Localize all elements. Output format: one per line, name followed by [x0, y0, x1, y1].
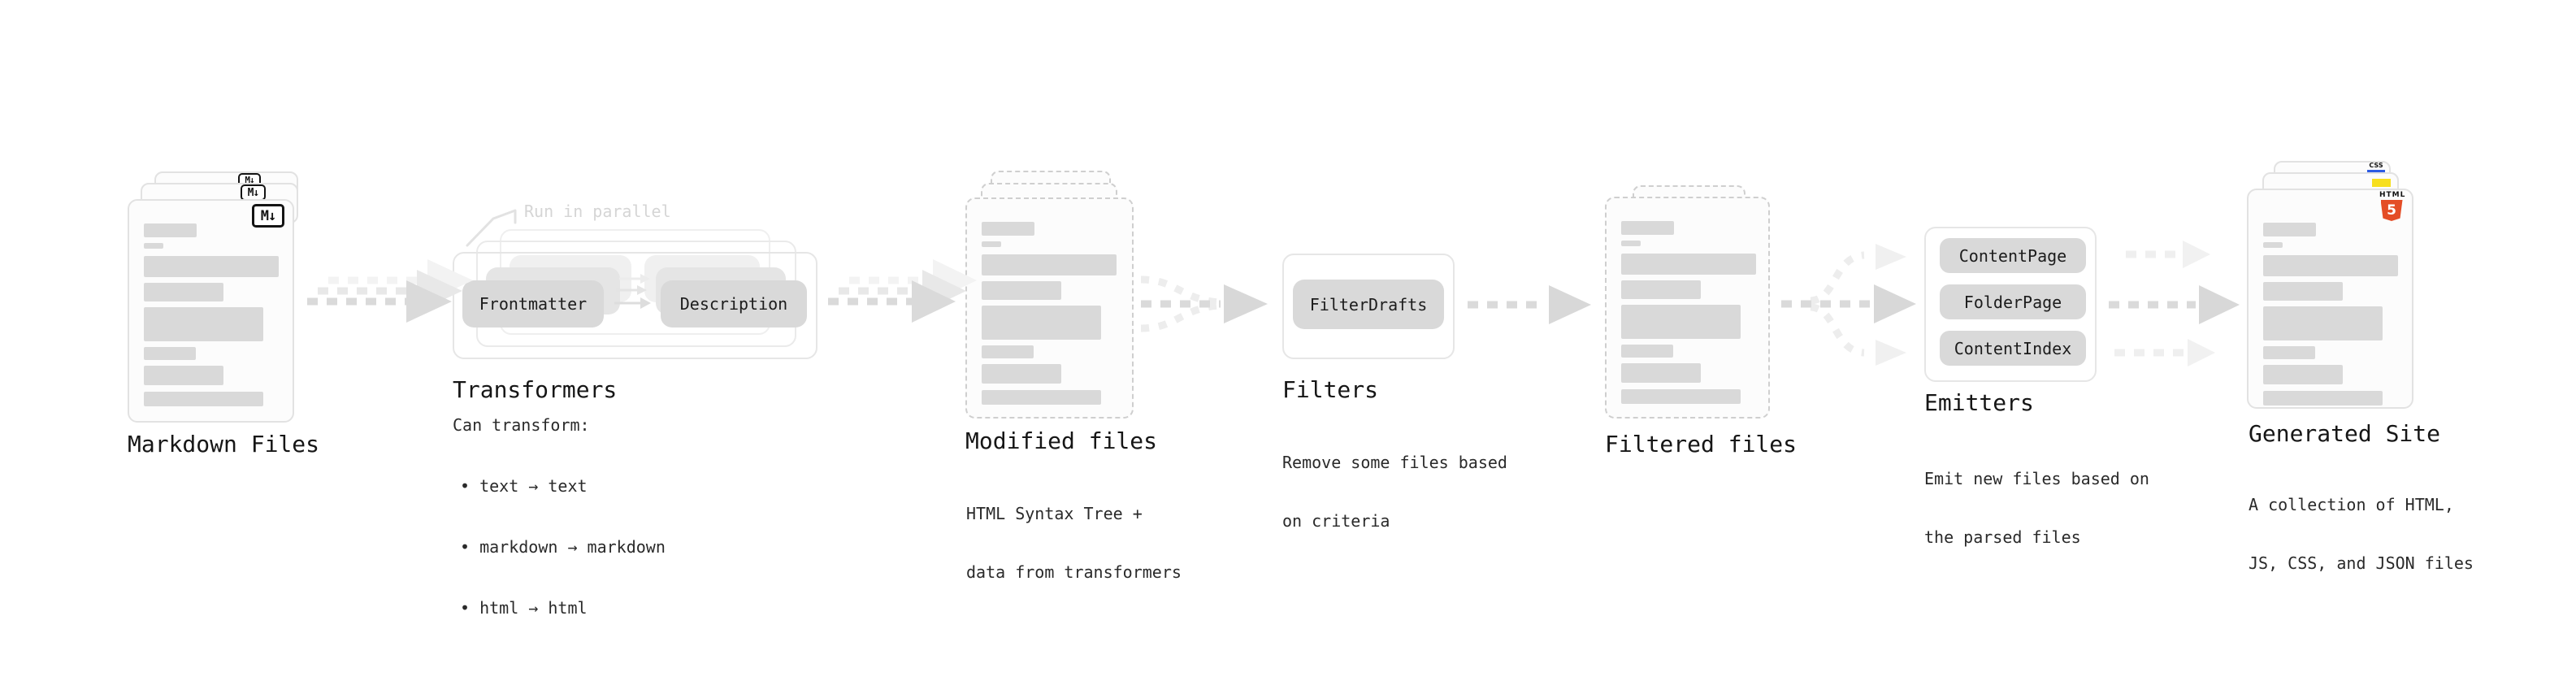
stage-label-emitters: Emitters	[1924, 389, 2034, 416]
arrow-modified-to-filters	[1140, 275, 1268, 332]
arrow-emitters-to-site	[2109, 241, 2240, 367]
bullet-markdown-to-markdown: • markdown → markdown	[460, 537, 666, 557]
markdown-icon: M↓	[241, 184, 266, 201]
stage-label-markdown-files: Markdown Files	[128, 431, 320, 458]
arrow-filtered-to-emitters	[1781, 244, 1916, 366]
filters-desc-line-2: on criteria	[1282, 511, 1390, 531]
arrow-transformers-to-modified	[828, 259, 977, 323]
stage-label-generated-site: Generated Site	[2249, 420, 2441, 447]
modified-desc-line-1: HTML Syntax Tree +	[966, 504, 1143, 523]
file-skeleton	[144, 223, 279, 406]
filterdrafts-pill: FilterDrafts	[1293, 280, 1444, 329]
javascript-icon	[2372, 179, 2391, 187]
skeleton-line	[982, 254, 1117, 275]
description-pill: Description	[661, 280, 807, 327]
file-skeleton	[2263, 223, 2398, 406]
skeleton-line	[144, 307, 263, 341]
emitters-desc-line-1: Emit new files based on	[1924, 469, 2149, 488]
skeleton-line	[2263, 346, 2315, 359]
file-skeleton	[1621, 221, 1756, 404]
emitters-desc-line-2: the parsed files	[1924, 527, 2081, 547]
skeleton-line	[1621, 254, 1756, 275]
skeleton-line	[1621, 241, 1641, 246]
stage-label-filtered-files: Filtered files	[1605, 431, 1798, 458]
skeleton-line	[144, 223, 197, 237]
skeleton-line	[2263, 306, 2383, 340]
skeleton-line	[982, 222, 1034, 236]
contentindex-pill: ContentIndex	[1940, 331, 2086, 366]
modified-file-card	[965, 197, 1134, 419]
skeleton-line	[982, 390, 1101, 405]
skeleton-line	[982, 345, 1034, 358]
site-file-card	[2247, 189, 2413, 409]
skeleton-line	[982, 306, 1101, 340]
skeleton-line	[982, 281, 1061, 300]
skeleton-line	[144, 392, 263, 406]
skeleton-line	[2263, 391, 2383, 406]
site-desc-line-1: A collection of HTML,	[2249, 495, 2454, 514]
css-icon: CSS	[2366, 163, 2387, 173]
stage-label-filters: Filters	[1282, 376, 1379, 403]
skeleton-line	[144, 256, 279, 277]
bullet-html-to-html: • html → html	[460, 598, 588, 618]
arrow-markdown-to-transformers	[307, 259, 473, 323]
markdown-file-card	[128, 199, 294, 423]
site-desc-line-2: JS, CSS, and JSON files	[2249, 553, 2474, 573]
html5-icon: HTML 5	[2379, 191, 2406, 221]
skeleton-line	[144, 243, 163, 249]
run-in-parallel-annotation: Run in parallel	[524, 202, 671, 221]
frontmatter-pill: Frontmatter	[462, 280, 604, 327]
skeleton-line	[1621, 345, 1673, 358]
skeleton-line	[144, 347, 196, 360]
filtered-file-card	[1605, 197, 1770, 419]
skeleton-line	[144, 283, 223, 301]
file-skeleton	[982, 222, 1117, 405]
skeleton-line	[1621, 280, 1701, 299]
site-description: A collection of HTML, JS, CSS, and JSON …	[2249, 456, 2474, 612]
skeleton-line	[2263, 365, 2343, 384]
skeleton-line	[2263, 255, 2398, 276]
markdown-icon: M↓	[252, 204, 284, 228]
skeleton-line	[2263, 242, 2283, 248]
transformers-bullets: • text → text • markdown → markdown • ht…	[460, 436, 666, 659]
modified-desc-line-2: data from transformers	[966, 562, 1182, 582]
skeleton-line	[1621, 363, 1701, 383]
transformers-description: Can transform:	[453, 415, 590, 435]
html5-icon-text: HTML	[2379, 191, 2406, 199]
skeleton-line	[982, 364, 1061, 384]
stage-label-modified-files: Modified files	[965, 427, 1158, 454]
arrow-filters-to-filtered	[1468, 285, 1591, 324]
skeleton-line	[1621, 221, 1674, 235]
modified-files-description: HTML Syntax Tree + data from transformer…	[966, 465, 1182, 621]
stage-label-transformers: Transformers	[453, 376, 618, 403]
css-icon-text: CSS	[2369, 162, 2383, 169]
contentpage-pill: ContentPage	[1940, 238, 2086, 273]
bullet-text-to-text: • text → text	[460, 476, 588, 496]
skeleton-line	[982, 241, 1001, 247]
skeleton-line	[1621, 305, 1741, 339]
css-icon-bar	[2367, 170, 2385, 173]
filters-description: Remove some files based on criteria	[1282, 414, 1507, 570]
emitters-description: Emit new files based on the parsed files	[1924, 430, 2149, 586]
skeleton-line	[2263, 223, 2316, 236]
skeleton-line	[1621, 389, 1741, 404]
folderpage-pill: FolderPage	[1940, 284, 2086, 319]
html5-icon-shield: 5	[2380, 200, 2403, 221]
filters-desc-line-1: Remove some files based	[1282, 453, 1507, 472]
skeleton-line	[144, 366, 223, 385]
skeleton-line	[2263, 282, 2343, 301]
